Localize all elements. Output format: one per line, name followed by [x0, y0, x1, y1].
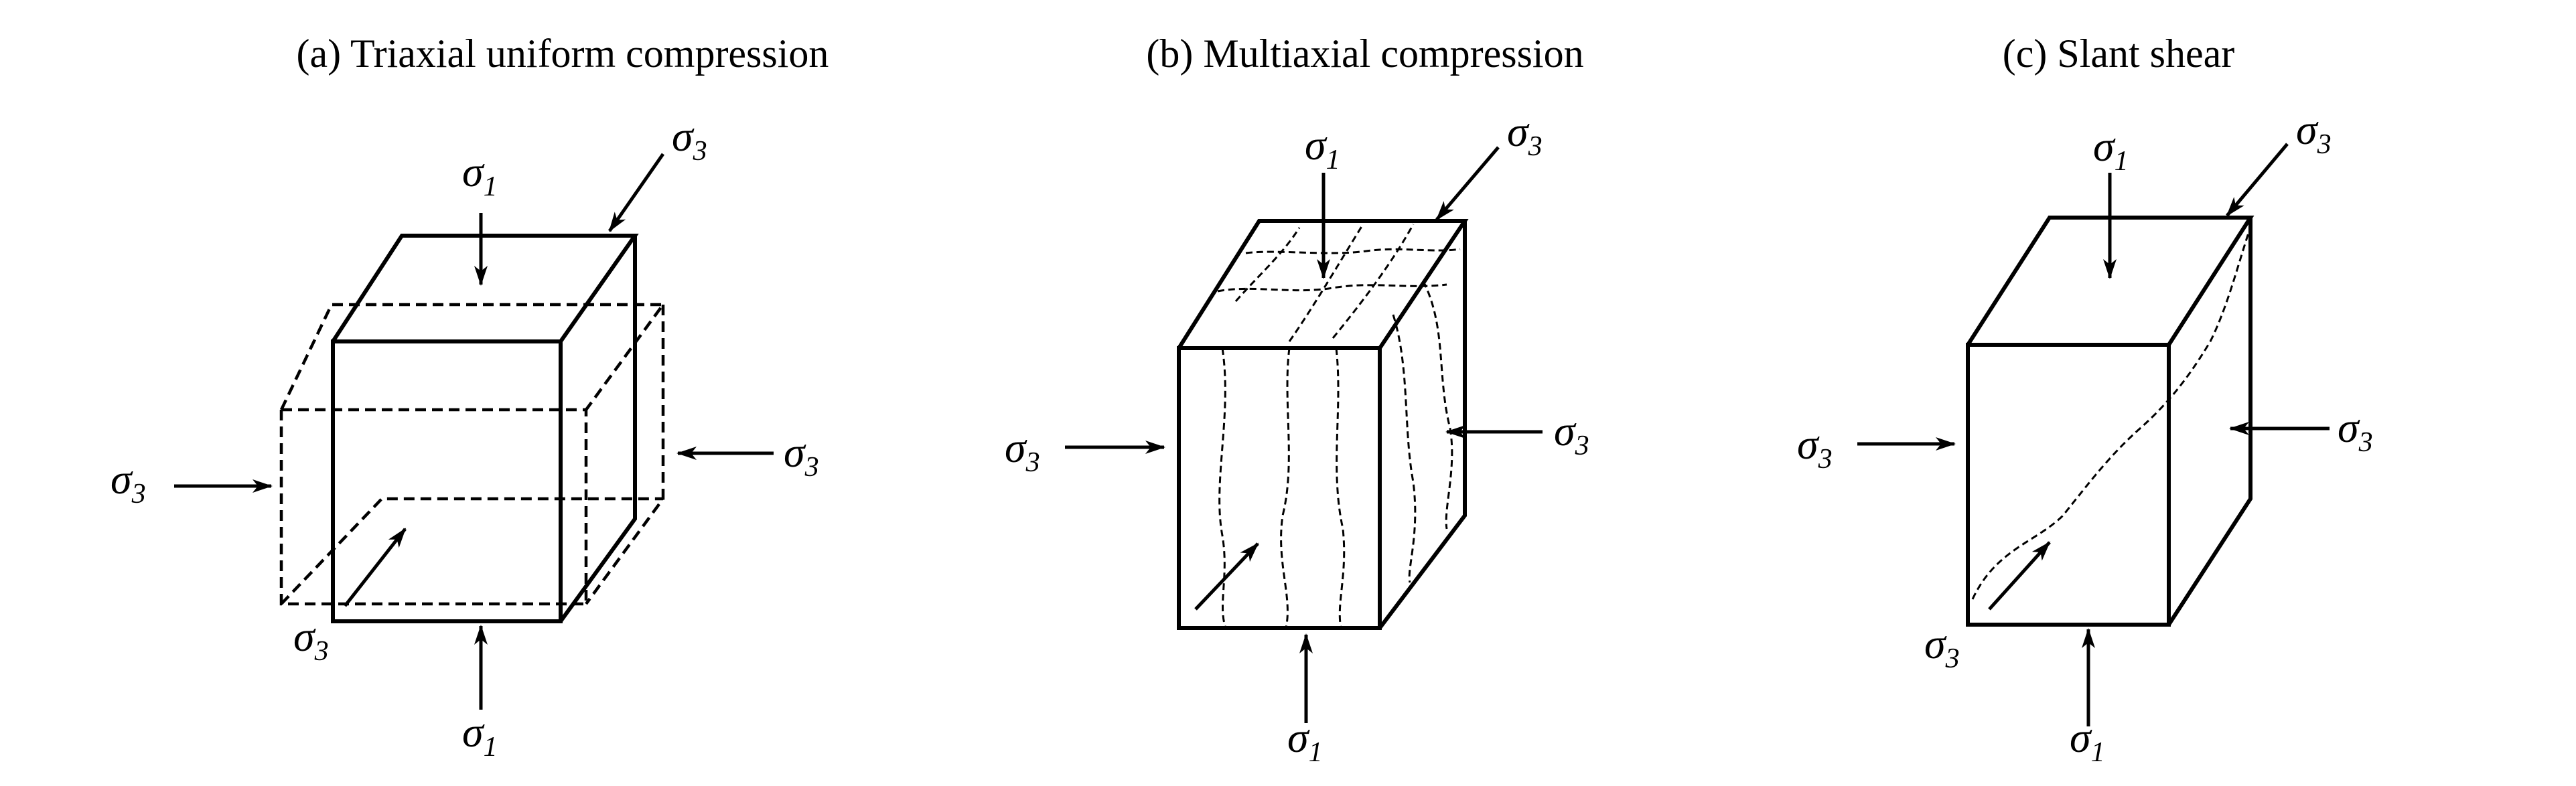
panel-b-label-sigma1-bottom: σ1 — [1287, 714, 1323, 768]
panel-a-label-sigma3-back: σ3 — [672, 112, 707, 167]
panel-b-label-sigma3-left: σ3 — [1005, 424, 1040, 478]
panel-c-label-sigma1-bottom: σ1 — [2070, 714, 2105, 768]
panel-b-cube-top — [1177, 219, 1469, 349]
panel-a-dashed-side — [585, 305, 665, 605]
panel-a-arrow-front — [344, 528, 407, 607]
panel-c-shear-plane — [1971, 230, 2250, 600]
panel-c-cube-top — [1966, 216, 2255, 346]
panel-c: (c) Slant shear σ1 σ3 σ3 σ3 σ3 σ1 — [1797, 31, 2373, 768]
panel-c-arrow-front — [1988, 541, 2051, 611]
panel-c-label-sigma3-left: σ3 — [1797, 420, 1833, 475]
panel-c-title: (c) Slant shear — [2003, 31, 2235, 76]
panel-b-cube-front — [1177, 346, 1382, 630]
panel-a-label-sigma3-left: σ3 — [111, 455, 146, 509]
panel-a-dashed-front — [279, 410, 588, 606]
panel-b-arrow-front — [1194, 542, 1259, 611]
panel-c-cube-side — [2167, 218, 2252, 626]
panel-a-title: (a) Triaxial uniform compression — [297, 31, 829, 76]
panel-a-dashed-cube — [279, 303, 666, 606]
panel-c-cube-front — [1966, 343, 2171, 627]
panel-c-label-sigma3-right: σ3 — [2338, 404, 2373, 458]
panel-b-title: (b) Multiaxial compression — [1146, 31, 1583, 76]
panel-c-label-sigma1-top: σ1 — [2093, 123, 2129, 177]
panel-a-label-sigma3-right: σ3 — [784, 428, 819, 483]
panel-b-label-sigma1-top: σ1 — [1305, 121, 1340, 175]
panel-b-label-sigma3-right: σ3 — [1554, 407, 1589, 461]
panel-a-arrow-back — [607, 153, 665, 232]
panel-a-cube — [331, 234, 639, 623]
panel-c-cube — [1966, 216, 2255, 627]
panel-a-cube-front — [331, 339, 563, 623]
panel-a-label-sigma1-bottom: σ1 — [462, 708, 498, 763]
panel-c-label-sigma3-front: σ3 — [1924, 620, 1960, 674]
panel-a-cube-side — [559, 236, 637, 623]
panel-b-label-sigma3-back: σ3 — [1507, 108, 1543, 162]
panel-a-dashed-top — [279, 303, 666, 411]
panel-a-dashed-bottom — [280, 497, 663, 605]
panel-b-arrow-back — [1435, 146, 1500, 221]
panel-b-cube-side — [1378, 221, 1467, 629]
panel-c-arrow-back — [2226, 143, 2289, 217]
panel-a: (a) Triaxial uniform compression σ1 σ3 σ… — [111, 31, 829, 763]
panel-b-cube — [1177, 219, 1469, 630]
panel-a-label-sigma1-top: σ1 — [462, 148, 498, 202]
panel-b: (b) Multiaxial compression σ1 — [1005, 31, 1589, 768]
panel-c-label-sigma3-back: σ3 — [2296, 106, 2332, 160]
panel-b-cracks — [1217, 224, 1461, 629]
panel-a-cube-top — [331, 234, 639, 343]
panel-a-label-sigma3-front: σ3 — [293, 613, 329, 667]
